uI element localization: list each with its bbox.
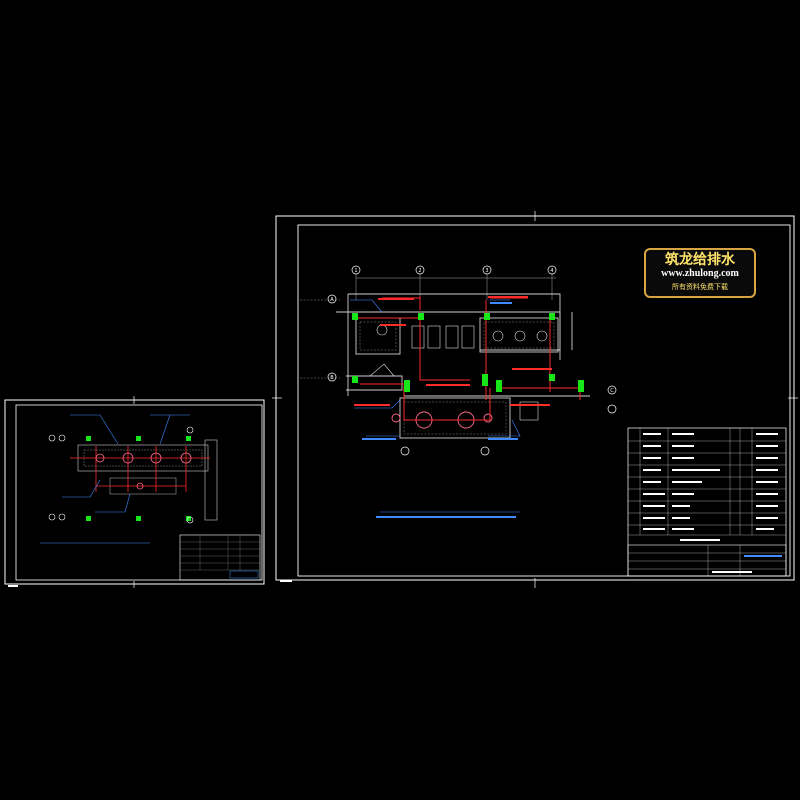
- pump-room-plan: [300, 293, 590, 518]
- axis-label-b: B: [330, 375, 334, 381]
- left-axis-markers: [48, 426, 194, 524]
- right-axis-markers: [327, 265, 617, 456]
- axis-label-3: 3: [485, 268, 488, 274]
- axis-label-c: C: [610, 388, 614, 394]
- axis-label-1: 1: [354, 268, 357, 274]
- left-title-block: [179, 534, 261, 581]
- logo-tagline: 所有资料免费下载: [672, 283, 728, 291]
- logo-url: www.zhulong.com: [661, 268, 739, 279]
- equipment-schedule-table: [627, 427, 787, 577]
- fitting-nodes: [352, 313, 584, 392]
- right-drawing-sheet: 1 2 3 4 A B C: [272, 211, 798, 588]
- left-pump-room-plan: [40, 414, 218, 544]
- axis-label-a: A: [330, 297, 334, 303]
- top-dimension-lines: [355, 274, 556, 300]
- axis-label-4: 4: [550, 268, 553, 274]
- axis-label-2: 2: [418, 268, 421, 274]
- logo-title: 筑龙给排水: [665, 252, 735, 268]
- left-drawing-sheet: [4, 396, 265, 588]
- zhulong-logo-stamp: 筑龙给排水 www.zhulong.com 所有资料免费下载: [644, 248, 756, 298]
